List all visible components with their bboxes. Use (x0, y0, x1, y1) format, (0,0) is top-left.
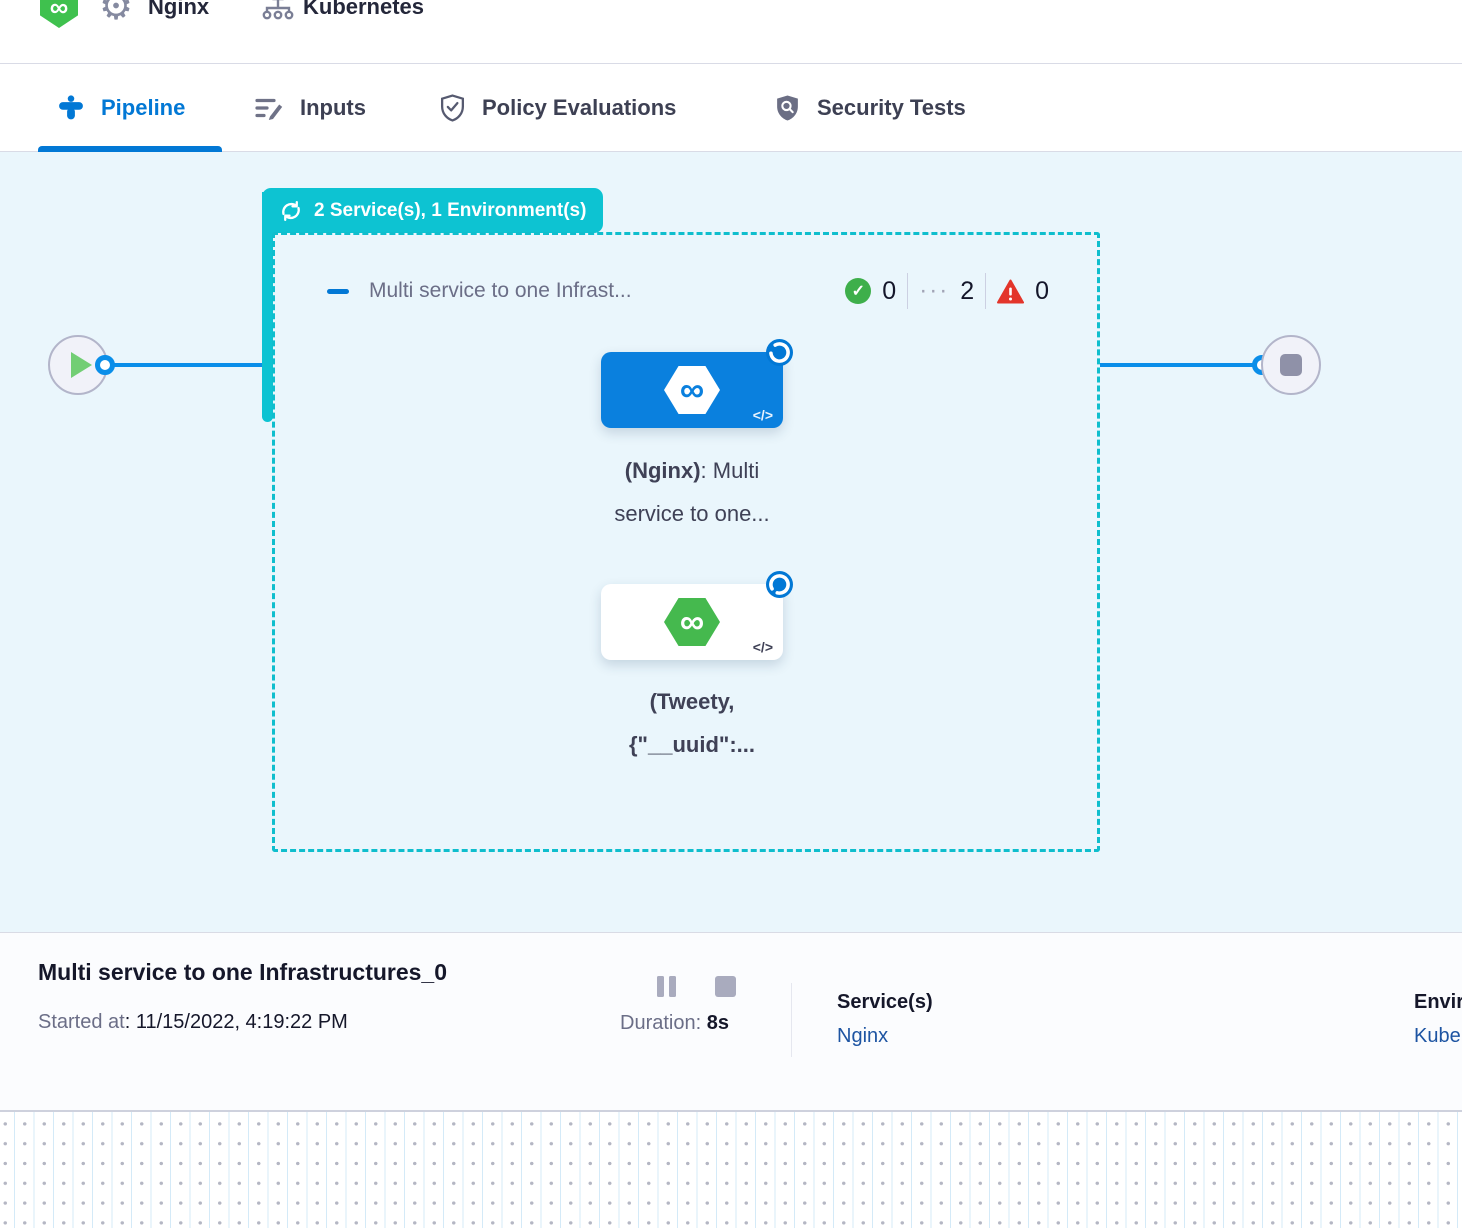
tab-policy-evaluations-label: Policy Evaluations (482, 95, 677, 120)
failed-count: 0 (1035, 276, 1049, 305)
step-node-tweety[interactable]: ∞ </> (601, 571, 793, 660)
harness-logo-icon: ∞ (664, 598, 720, 646)
tab-inputs[interactable]: Inputs (255, 64, 366, 152)
stop-icon (1280, 354, 1302, 376)
stage-header: Multi service to one Infrast... ✓ 0 ··· … (327, 273, 1049, 309)
running-dots-icon: ··· (919, 277, 950, 304)
collapse-stage-button[interactable] (327, 288, 349, 294)
running-count: 2 (960, 276, 975, 305)
header-environment-name: Kubernetes (303, 0, 425, 19)
stage-group-badge-label: 2 Service(s), 1 Environment(s) (314, 199, 587, 221)
code-icon: </> (752, 407, 773, 423)
environments-column: Environment(s) Kubernetes (1414, 991, 1462, 1048)
stage-title: Multi service to one Infrast... (369, 279, 632, 302)
loop-icon (279, 200, 303, 222)
stage-status-counts: ✓ 0 ··· 2 0 (845, 273, 1049, 309)
footer-divider (791, 983, 792, 1057)
active-tab-underline (38, 146, 222, 152)
edge-start-to-stage (105, 363, 263, 367)
success-count: 0 (882, 276, 897, 305)
duration: Duration: 8s (620, 1012, 729, 1034)
gear-icon: ⚙ (99, 0, 134, 28)
environments-label: Environment(s) (1414, 991, 1462, 1013)
environment-icon (262, 0, 294, 23)
started-at: Started at: 11/15/2022, 4:19:22 PM (38, 1011, 348, 1033)
running-spinner-badge (765, 338, 794, 367)
service-link-nginx[interactable]: Nginx (837, 1025, 889, 1047)
count-separator (985, 273, 987, 309)
shield-search-icon (775, 94, 800, 122)
tab-policy-evaluations[interactable]: Policy Evaluations (440, 64, 676, 152)
stage-group-box: Multi service to one Infrast... ✓ 0 ··· … (272, 232, 1100, 852)
header-service-name: Nginx (148, 0, 210, 19)
execution-summary-bar: Multi service to one Infrastructures_0 S… (0, 932, 1462, 1110)
tab-inputs-label: Inputs (300, 95, 366, 120)
tab-pipeline[interactable]: Pipeline (58, 64, 185, 152)
start-connector-dot (95, 355, 115, 375)
tab-pipeline-label: Pipeline (101, 95, 186, 120)
harness-service-icon: ∞ (40, 0, 78, 28)
harness-logo-icon: ∞ (664, 366, 720, 414)
count-separator (907, 273, 909, 309)
tab-security-tests[interactable]: Security Tests (775, 64, 966, 152)
pause-button[interactable] (657, 976, 676, 997)
edge-stage-to-end (1100, 363, 1253, 367)
running-spinner-badge (765, 570, 794, 599)
warning-triangle-icon (997, 279, 1025, 304)
environment-link-kubernetes[interactable]: Kubernetes (1414, 1025, 1462, 1047)
services-column: Service(s) Nginx (837, 991, 933, 1048)
play-icon (70, 352, 92, 378)
log-canvas-grid (0, 1110, 1462, 1228)
step-node-tweety-label: (Tweety, {"__uuid":... (629, 689, 755, 757)
abort-button[interactable] (715, 976, 736, 997)
pipeline-canvas: 2 Service(s), 1 Environment(s) Multi ser… (0, 152, 1462, 932)
execution-title: Multi service to one Infrastructures_0 (38, 959, 448, 985)
code-icon: </> (752, 639, 773, 655)
pipeline-icon (58, 95, 84, 121)
step-node-nginx[interactable]: ∞ </> (601, 339, 793, 428)
tab-security-tests-label: Security Tests (817, 95, 966, 120)
end-node[interactable] (1261, 335, 1321, 395)
success-check-icon: ✓ (845, 278, 872, 304)
stage-group-strip (262, 192, 273, 422)
step-node-nginx-label: (Nginx): Multi service to one... (614, 458, 770, 526)
services-label: Service(s) (837, 991, 933, 1013)
execution-tab-bar: Pipeline Inputs Policy Evaluations (0, 64, 1462, 152)
inputs-icon (255, 95, 283, 121)
stage-group-badge[interactable]: 2 Service(s), 1 Environment(s) (262, 188, 604, 233)
execution-header: ∞ ⚙ Nginx Kubernetes (0, 0, 1462, 64)
shield-check-icon (440, 94, 465, 122)
